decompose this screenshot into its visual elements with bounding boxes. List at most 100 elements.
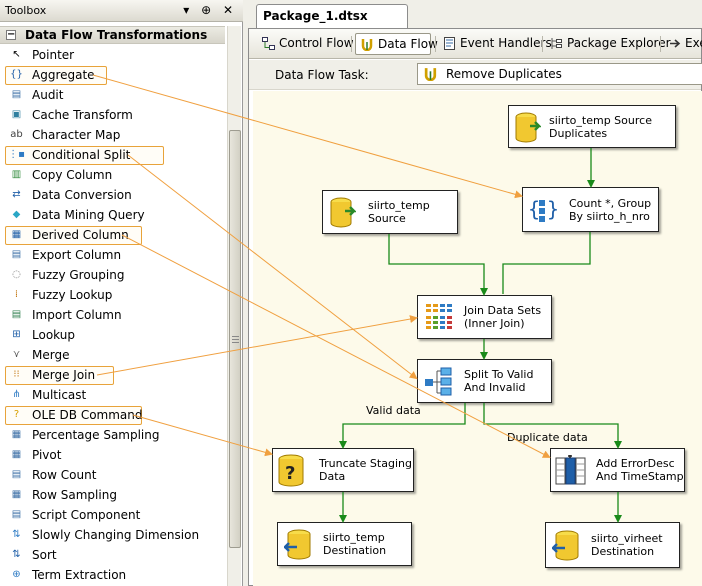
component-subtitle: And TimeStamp: [596, 470, 684, 483]
collapse-icon[interactable]: −: [6, 29, 16, 40]
sort-icon: ⇅: [12, 549, 21, 560]
toolbox-item-character-map[interactable]: ab Character Map: [0, 125, 225, 145]
toolbox-item-import-column[interactable]: ▤Import Column: [0, 305, 225, 325]
toolbox-item-label: Export Column: [32, 248, 122, 262]
component-subtitle: Data: [319, 470, 346, 483]
toolbox-item-pointer[interactable]: ↖Pointer: [0, 45, 225, 65]
ole-db-command-icon: ?: [13, 409, 20, 420]
tab-data-flow[interactable]: Data Flow: [355, 33, 438, 55]
toolbox-scrollbar[interactable]: [227, 26, 241, 586]
character-map-icon: ab: [10, 129, 23, 140]
merge-join-icon: ⁝⁝: [13, 369, 20, 380]
toolbox-item-label: Copy Column: [32, 168, 113, 182]
toolbox-item-label: Slowly Changing Dimension: [32, 528, 200, 542]
merge-join-component[interactable]: Join Data Sets (Inner Join): [417, 295, 552, 339]
audit-icon: ▤: [11, 89, 22, 100]
toolbox-item-slowly-changing-dimension[interactable]: ⇅Slowly Changing Dimension: [0, 525, 225, 545]
toolbox-item-label: Row Count: [32, 468, 97, 482]
derived-column-icon: [555, 455, 586, 485]
toolbox-item-label: Term Extraction: [32, 568, 127, 582]
fuzzy-grouping-icon: ◌: [12, 269, 21, 280]
source-component[interactable]: siirto_temp Source: [322, 190, 458, 234]
toolbox-item-merge-join[interactable]: ⁝⁝Merge Join: [0, 365, 225, 385]
toolbox-item-percentage-sampling[interactable]: ▦Percentage Sampling: [0, 425, 225, 445]
toolbox-item-data-mining-query[interactable]: ◆Data Mining Query: [0, 205, 225, 225]
toolbox-item-row-sampling[interactable]: ▦Row Sampling: [0, 485, 225, 505]
data-conversion-icon: ⇄: [12, 189, 21, 200]
component-title: Join Data Sets: [464, 304, 542, 317]
component-subtitle: Destination: [323, 544, 387, 557]
toolbox-panel: Toolbox ▾ ⊕ ✕ − Data Flow Transformation…: [0, 0, 243, 586]
tab-label: Control Flow: [279, 36, 354, 50]
component-title: siirto_temp: [323, 531, 385, 544]
tab-package-explorer[interactable]: Package Explorer: [545, 33, 671, 55]
data-flow-task-select[interactable]: Remove Duplicates: [417, 63, 702, 85]
percentage-sampling-icon: ▦: [11, 429, 22, 440]
multicast-icon: ⋔: [12, 389, 21, 400]
row-count-icon: ▤: [11, 469, 22, 480]
toolbox-item-script-component[interactable]: ▤ Script Component: [0, 505, 225, 525]
toolbox-title: Toolbox: [5, 4, 47, 17]
pointer-icon: ↖: [12, 49, 21, 60]
lookup-icon: ⊞: [12, 329, 21, 340]
event-handlers-icon: [444, 37, 455, 50]
ole-db-source-icon: [330, 197, 356, 228]
source-duplicates-component[interactable]: siirto_temp Source Duplicates: [508, 105, 676, 148]
toolbox-item-fuzzy-lookup[interactable]: ⁞Fuzzy Lookup: [0, 285, 225, 305]
toolbox-item-lookup[interactable]: ⊞Lookup: [0, 325, 225, 345]
data-flow-task-bar: Data Flow Task: Remove Duplicates: [249, 60, 702, 90]
tab-control-flow[interactable]: Control Flow: [257, 33, 354, 55]
toolbox-item-data-conversion[interactable]: ⇄Data Conversion: [0, 185, 225, 205]
tab-execution-results[interactable]: Exe: [663, 33, 702, 55]
component-title: Split To Valid: [464, 368, 534, 381]
conditional-split-icon: [425, 367, 452, 396]
toolbox-item-term-extraction[interactable]: ⊕ Term Extraction: [0, 565, 225, 585]
toolbox-scroll-thumb[interactable]: [229, 130, 241, 548]
toolbox-group-header[interactable]: − Data Flow Transformations: [0, 26, 225, 44]
designer-tabs: Control Flow Data Flow Event Handlers: [249, 29, 702, 59]
toolbox-item-label: Character Map: [32, 128, 121, 142]
derived-column-component[interactable]: Add ErrorDesc And TimeStamp: [550, 448, 685, 492]
toolbox-item-derived-column[interactable]: ▦Derived Column: [0, 225, 225, 245]
toolbox-item-pivot[interactable]: ▦Pivot: [0, 445, 225, 465]
pivot-icon: ▦: [11, 449, 22, 460]
data-mining-query-icon: ◆: [12, 209, 21, 220]
toolbox-item-cache-transform[interactable]: ▣Cache Transform: [0, 105, 225, 125]
toolbox-item-conditional-split[interactable]: ⋮▪Conditional Split: [0, 145, 225, 165]
component-title: Truncate Staging: [319, 457, 412, 470]
script-component-icon: ▤: [11, 509, 22, 520]
toolbox-item-export-column[interactable]: ▤ Export Column: [0, 245, 225, 265]
ole-db-command-component[interactable]: ? Truncate Staging Data: [272, 448, 414, 492]
destination-component[interactable]: siirto_temp Destination: [277, 522, 412, 566]
component-title: siirto_virheet: [591, 532, 663, 545]
term-extraction-icon: ⊕: [12, 569, 21, 580]
export-column-icon: ▤: [11, 249, 22, 260]
tab-event-handlers[interactable]: Event Handlers: [438, 33, 552, 55]
toolbox-item-label: Script Component: [32, 508, 141, 522]
tab-label: Data Flow: [378, 37, 438, 51]
toolbox-item-row-count[interactable]: ▤ Row Count: [0, 465, 225, 485]
copy-column-icon: ▥: [11, 169, 22, 180]
import-column-icon: ▤: [11, 309, 22, 320]
conditional-split-component[interactable]: Split To Valid And Invalid: [417, 359, 552, 403]
toolbox-item-ole-db-command[interactable]: ? OLE DB Command: [0, 405, 225, 425]
toolbox-item-label: Row Sampling: [32, 488, 117, 502]
toolbox-item-sort[interactable]: ⇅Sort: [0, 545, 225, 565]
document-tab[interactable]: Package_1.dtsx [Design]*: [256, 4, 408, 45]
toolbox-item-fuzzy-grouping[interactable]: ◌Fuzzy Grouping: [0, 265, 225, 285]
aggregate-icon: { }: [528, 197, 558, 222]
errors-destination-component[interactable]: siirto_virheet Destination: [545, 522, 680, 568]
component-subtitle: And Invalid: [464, 381, 526, 394]
toolbox-item-multicast[interactable]: ⋔Multicast: [0, 385, 225, 405]
ole-db-destination-icon: [552, 530, 579, 561]
toolbox-window-buttons[interactable]: ▾ ⊕ ✕: [183, 3, 237, 17]
component-subtitle: Destination: [591, 545, 655, 558]
toolbox-item-copy-column[interactable]: ▥ Copy Column: [0, 165, 225, 185]
package-explorer-icon: [551, 38, 562, 49]
toolbox-item-label: OLE DB Command: [32, 408, 143, 422]
toolbox-item-aggregate[interactable]: {}Aggregate: [0, 65, 225, 85]
toolbox-item-audit[interactable]: ▤ Audit: [0, 85, 225, 105]
toolbox-item-label: Audit: [32, 88, 64, 102]
toolbox-item-merge[interactable]: ⋎Merge: [0, 345, 225, 365]
aggregate-component[interactable]: { } Count *, Group By siirto_h_nro: [522, 187, 659, 232]
